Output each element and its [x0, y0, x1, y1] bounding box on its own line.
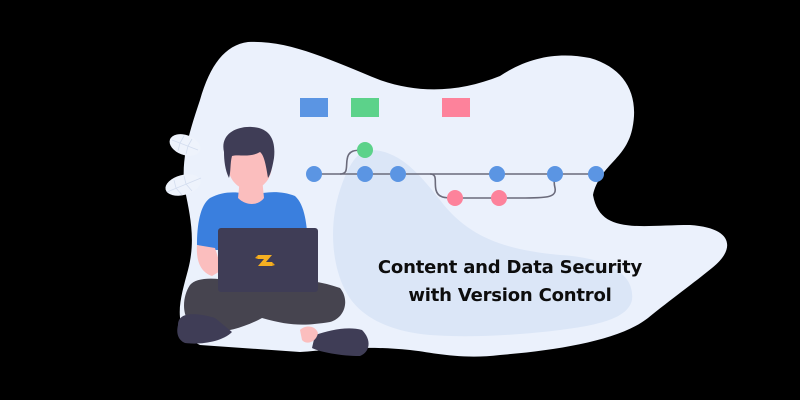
laptop — [218, 228, 318, 292]
headline-line-2: with Version Control — [408, 285, 612, 306]
headline: Content and Data Security with Version C… — [350, 254, 670, 310]
legend-green-square — [351, 98, 379, 117]
commit-nodes — [306, 142, 604, 206]
commit-node-green — [357, 142, 373, 158]
leaf-icon — [165, 174, 202, 196]
inner-blob — [333, 150, 633, 337]
commit-node — [390, 166, 406, 182]
legend-blue-square — [300, 98, 328, 117]
commit-node — [489, 166, 505, 182]
commit-node-pink — [491, 190, 507, 206]
shoe — [177, 314, 232, 344]
commit-node-pink — [447, 190, 463, 206]
commit-node — [547, 166, 563, 182]
hair — [223, 126, 275, 178]
logo-icon — [255, 255, 275, 266]
legend-pink-square — [442, 98, 470, 117]
person-illustration — [177, 126, 369, 356]
commit-node — [357, 166, 373, 182]
headline-line-1: Content and Data Security — [377, 257, 643, 278]
commit-node — [306, 166, 322, 182]
commit-node — [588, 166, 604, 182]
shoe — [312, 328, 369, 356]
leaf-icon — [169, 134, 201, 156]
